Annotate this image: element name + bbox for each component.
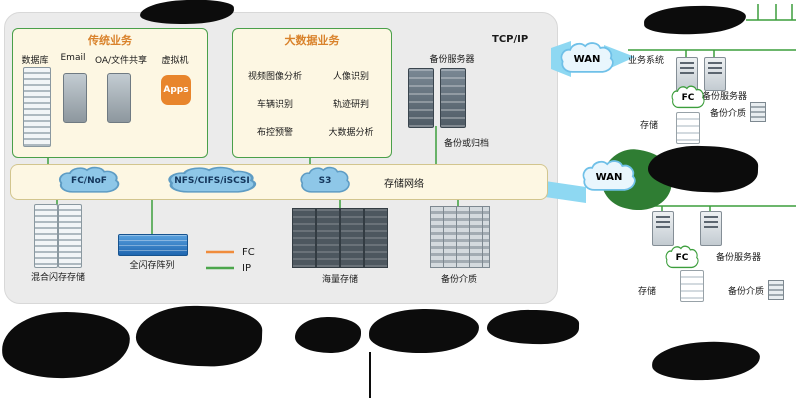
mass-storage-icon: [316, 208, 340, 268]
site-top-fc-cloud: FC: [670, 84, 706, 112]
backup-server-icon: [408, 68, 434, 128]
hybrid-flash-icon: [58, 204, 82, 268]
legend-fc-label: FC: [242, 247, 255, 258]
bigdata-business-box: 大数据业务 视频图像分析 人像识别 车辆识别 轨迹研判 布控预警 大数据分析: [232, 28, 392, 158]
fc-nof-cloud: FC/NoF: [56, 165, 122, 197]
bigdata-business-title: 大数据业务: [284, 34, 340, 47]
vm-label: 虚拟机: [161, 56, 189, 66]
wan-top-cloud: WAN: [558, 40, 616, 78]
wan-bottom-cloud: WAN: [580, 158, 638, 196]
site-bottom-storage-label: 存储: [638, 287, 657, 297]
cloud-icon: [58, 166, 120, 193]
email-icon: [63, 73, 87, 123]
mass-storage-label: 海量存储: [321, 275, 358, 285]
fc-nof-cloud-label: FC/NoF: [71, 176, 107, 186]
tcpip-label: TCP/IP: [492, 34, 529, 45]
all-flash-array-label: 全闪存阵列: [129, 261, 175, 271]
site-bottom-backup-server-label: 备份服务器: [716, 253, 762, 263]
redacted-text: [0, 309, 132, 381]
business-system-label: 业务系统: [628, 56, 665, 66]
bigdata-item: 大数据分析: [328, 128, 374, 138]
s3-cloud: S3: [298, 165, 352, 197]
email-label: Email: [60, 53, 86, 63]
redacted-text: [134, 303, 264, 369]
backup-archive-label: 备份或归档: [444, 139, 490, 149]
hybrid-flash-icon: [34, 204, 58, 268]
cloud-icon: [560, 42, 614, 73]
backup-server-label: 备份服务器: [429, 55, 475, 65]
redacted-text: [368, 308, 480, 354]
storage-network-label: 存储网络: [384, 179, 424, 190]
bigdata-item: 视频图像分析: [247, 72, 302, 82]
site-top-server-icon: [704, 57, 726, 91]
redacted-text: [486, 309, 580, 345]
bigdata-item: 轨迹研判: [332, 100, 369, 110]
apps-icon: Apps: [161, 75, 191, 105]
cloud-icon: [665, 245, 699, 269]
site-bottom-fc-cloud: FC: [664, 244, 700, 272]
all-flash-array-icon: [118, 234, 188, 256]
traditional-business-box: 传统业务 数据库 Email OA/文件共享 虚拟机 Apps: [12, 28, 208, 158]
site-bottom-storage-icon: [680, 270, 704, 302]
backup-server-icon: [440, 68, 466, 128]
cloud-icon: [582, 160, 636, 191]
mass-storage-icon: [292, 208, 316, 268]
site-bottom-backup-media-icon: [768, 280, 784, 300]
site-top-storage-label: 存储: [640, 121, 659, 131]
database-label: 数据库: [21, 56, 49, 66]
bigdata-item: 人像识别: [332, 72, 369, 82]
redacted-text: [295, 317, 361, 353]
backup-media-icon: [430, 206, 490, 268]
site-bottom-server-icon: [700, 211, 722, 246]
cloud-icon: [300, 166, 350, 193]
site-bottom-fc-label: FC: [675, 253, 689, 263]
mass-storage-icon: [364, 208, 388, 268]
site-top-backup-media-label: 备份介质: [710, 109, 747, 119]
bigdata-item: 车辆识别: [256, 100, 293, 110]
file-share-icon: [107, 73, 131, 123]
site-top-storage-icon: [676, 112, 700, 144]
site-bottom-backup-media-label: 备份介质: [728, 287, 765, 297]
wan-bottom-label: WAN: [595, 171, 623, 183]
site-top-server-icon: [676, 57, 698, 91]
wan-top-label: WAN: [573, 53, 601, 65]
site-top-fc-label: FC: [681, 93, 695, 103]
bigdata-item: 布控预警: [256, 128, 293, 138]
cloud-icon: [671, 85, 705, 109]
nfs-cifs-iscsi-cloud-label: NFS/CIFS/iSCSI: [174, 176, 250, 186]
site-top-backup-server-label: 备份服务器: [702, 92, 748, 102]
s3-cloud-label: S3: [318, 176, 332, 186]
redacted-text: [651, 340, 761, 382]
database-rack-icon: [23, 67, 51, 147]
backup-media-label: 备份介质: [440, 275, 477, 285]
site-top-backup-media-icon: [750, 102, 766, 122]
mass-storage-icon: [340, 208, 364, 268]
nfs-cifs-iscsi-cloud: NFS/CIFS/iSCSI: [164, 165, 260, 197]
redacted-text: [643, 4, 747, 36]
redaction-stroke: [369, 352, 371, 398]
hybrid-flash-label: 混合闪存存储: [30, 273, 85, 283]
legend-ip-label: IP: [242, 263, 251, 274]
file-share-label: OA/文件共享: [94, 56, 148, 66]
cloud-icon: [168, 166, 257, 193]
traditional-business-title: 传统业务: [88, 34, 132, 47]
site-bottom-server-icon: [652, 211, 674, 246]
